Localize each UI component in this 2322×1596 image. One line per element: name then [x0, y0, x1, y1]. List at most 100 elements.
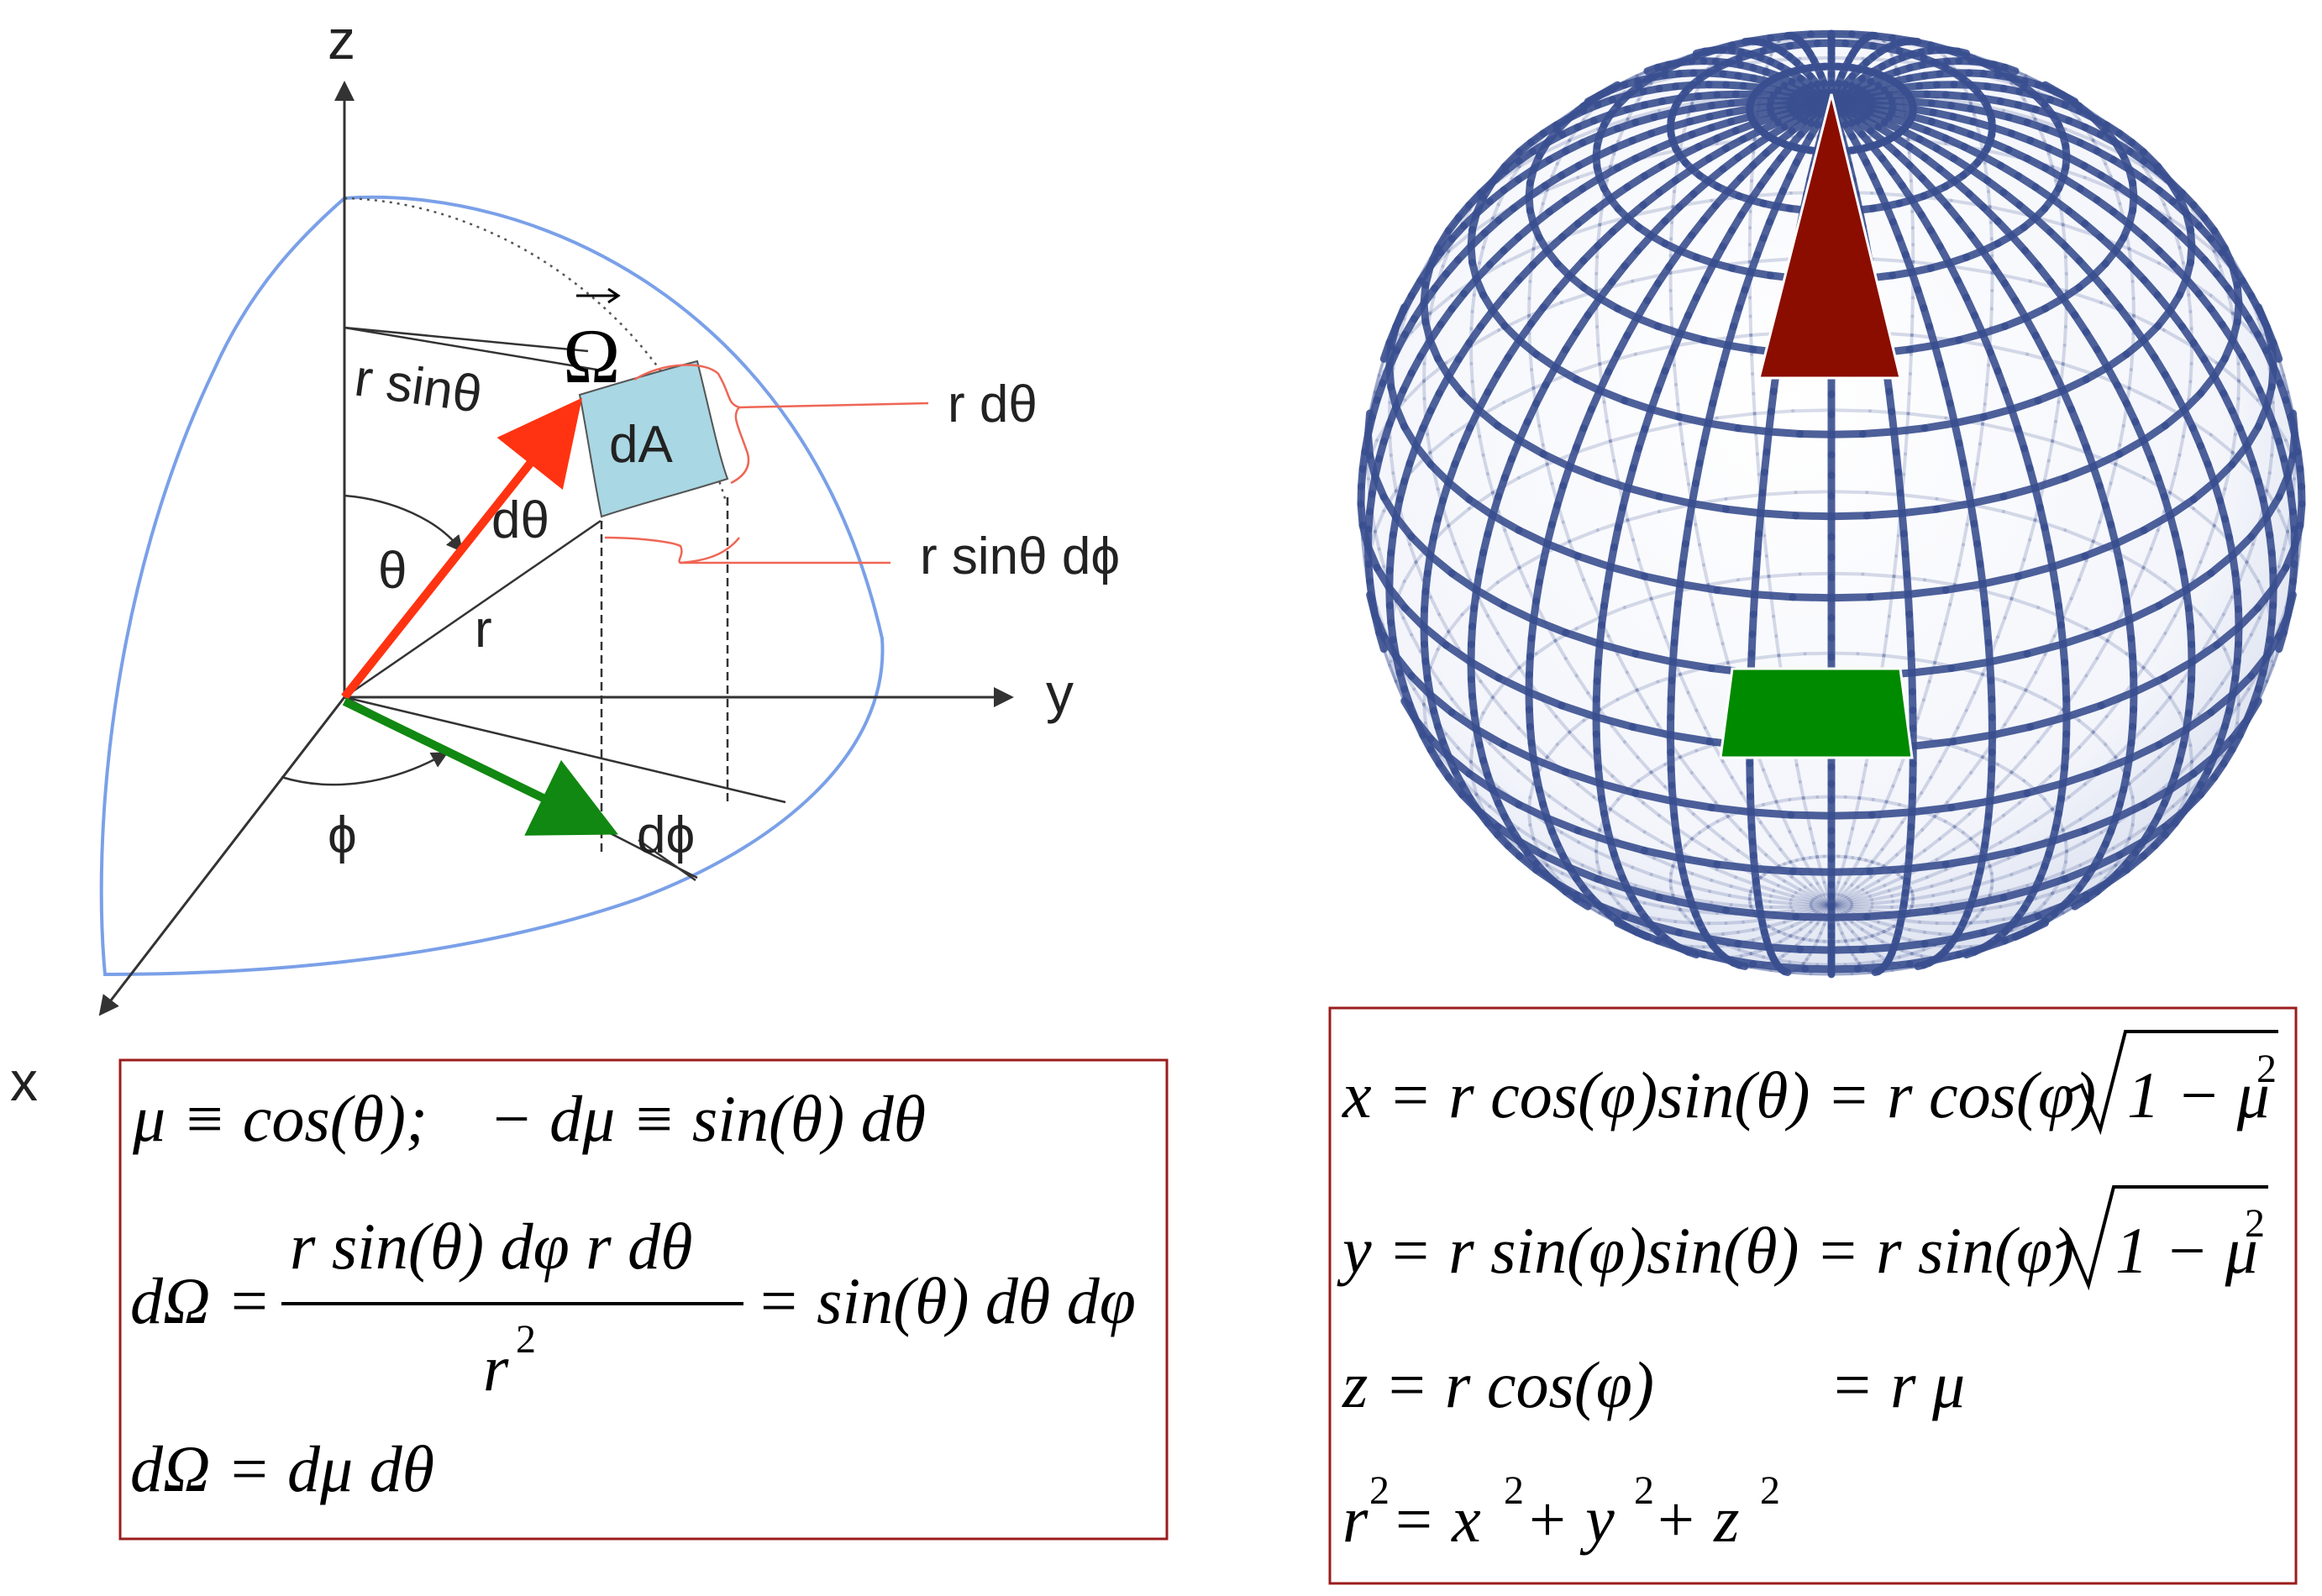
sphere-parallel-segment: [1898, 505, 1941, 517]
sphere-meridian-segment: [1999, 901, 2020, 909]
sphere-meridian-segment: [1696, 910, 1719, 916]
sphere-parallel-segment: [1801, 962, 1820, 967]
sphere-parallel-segment: [2008, 912, 2042, 929]
sphere-meridian-segment: [1642, 801, 1661, 817]
sphere-meridian-segment: [1389, 453, 1395, 475]
sphere-parallel-segment: [2223, 648, 2235, 669]
sphere-meridian-segment: [1504, 711, 1521, 730]
sphere-parallel-segment: [2081, 814, 2120, 835]
sphere-parallel-segment: [1641, 847, 1684, 863]
sphere-parallel-segment: [1777, 652, 1807, 658]
sphere-parallel-segment: [1724, 341, 1757, 354]
r-squared-equation: r 2 = x 2 + y 2 + z 2: [1342, 1468, 1780, 1556]
sphere-meridian-segment: [1643, 63, 1662, 76]
sphere-parallel-segment: [2210, 227, 2229, 253]
sphere-parallel-segment: [1774, 797, 1792, 804]
sphere-meridian-segment: [1580, 864, 1602, 874]
sphere-parallel-segment: [1931, 336, 1963, 349]
sphere-parallel-segment: [1961, 831, 1973, 841]
sphere-meridian-segment: [1707, 848, 1728, 862]
sphere-meridian-segment: [1769, 894, 1793, 902]
sphere-meridian-segment: [1504, 835, 1521, 849]
sphere-meridian-segment: [2190, 746, 2207, 764]
sphere-meridian-segment: [1720, 759, 1734, 780]
sphere-parallel-segment: [1447, 507, 1471, 528]
sphere-parallel-segment: [2183, 708, 2215, 733]
sphere-meridian-segment: [2173, 453, 2182, 476]
sphere-parallel-segment: [2033, 901, 2046, 915]
sphere-meridian-segment: [1450, 697, 1466, 717]
sphere-parallel-segment: [1494, 822, 1523, 846]
sphere-parallel-segment: [1573, 375, 1604, 395]
sphere-meridian-segment: [1772, 614, 1778, 638]
sphere-meridian-segment: [2141, 547, 2153, 570]
sphere-meridian-segment: [1884, 784, 1895, 804]
sphere-parallel-segment: [1444, 478, 1474, 503]
sphere-parallel-segment: [1910, 900, 1915, 908]
sphere-parallel-segment: [1777, 862, 1787, 869]
sphere-meridian-segment: [1943, 602, 1952, 627]
sphere-meridian-segment: [1789, 927, 1803, 938]
hemisphere-outline: [99, 195, 885, 977]
x-axis: [98, 696, 346, 1016]
sphere-parallel-segment: [1595, 902, 1629, 920]
sphere-parallel-segment: [1624, 484, 1663, 501]
sphere-parallel-segment: [1876, 862, 1886, 869]
sphere-meridian-segment: [1441, 249, 1451, 268]
sphere-parallel-segment: [1594, 849, 1600, 864]
z-axis-label: z: [328, 8, 355, 71]
sphere-parallel-segment: [1798, 571, 1833, 576]
sphere-parallel-segment: [1830, 408, 1872, 413]
sphere-meridian-segment: [2091, 520, 2102, 543]
bracket-r-dtheta: [633, 364, 750, 485]
sphere-parallel-segment: [1905, 956, 1939, 968]
sphere-parallel-segment: [2077, 718, 2095, 734]
sphere-parallel-segment: [1576, 165, 1612, 180]
sphere-parallel-segment: [1748, 900, 1753, 908]
sphere-meridian-segment: [1964, 690, 1977, 712]
sphere-parallel-segment: [1947, 658, 1994, 672]
sphere-parallel-segment: [1999, 885, 2039, 901]
sphere-parallel-segment: [1905, 341, 1939, 354]
sphere-parallel-segment: [1908, 803, 1956, 816]
sphere-meridian-segment: [1690, 837, 1711, 852]
sphere-meridian-segment: [1900, 918, 1921, 924]
sphere-parallel-segment: [1981, 422, 2020, 433]
sphere-meridian-segment: [2212, 249, 2222, 268]
sphere-meridian-segment: [1815, 855, 1823, 872]
sphere-meridian-segment: [1686, 690, 1699, 712]
sphere-parallel-segment: [1515, 526, 1552, 548]
sphere-meridian-segment: [1860, 927, 1874, 938]
sphere-meridian-segment: [1789, 898, 1813, 905]
sphere-parallel-segment: [1734, 424, 1773, 436]
sphere-meridian-segment: [2149, 528, 2160, 551]
sphere-parallel-segment: [2130, 674, 2168, 696]
sphere-meridian-segment: [2061, 223, 2067, 243]
sphere-parallel-segment: [1442, 641, 1475, 666]
sphere-parallel-segment: [2026, 713, 2071, 731]
sphere-meridian-segment: [1377, 547, 1386, 569]
spherical-coordinates-diagram: z y x Ω r sinθ dA r dθ dθ θ r sinθ dϕ r …: [10, 8, 1120, 1112]
sphere-parallel-segment: [1474, 406, 1502, 430]
sphere-meridian-segment: [1809, 883, 1823, 897]
sphere-parallel-segment: [1592, 713, 1636, 731]
sphere-parallel-segment: [1749, 960, 1783, 971]
z-equation-mu: = r μ: [1830, 1348, 1965, 1421]
sphere-parallel-segment: [1704, 935, 1742, 948]
sphere-parallel-segment: [1654, 322, 1684, 338]
sphere-meridian-segment: [2078, 806, 2099, 822]
sphere-meridian-segment: [1887, 595, 1894, 618]
sphere-parallel-segment: [1528, 782, 1536, 800]
sphere-meridian-segment: [1851, 930, 1862, 941]
y-sqrt-exponent: 2: [2245, 1201, 2265, 1246]
sphere-meridian-segment: [1938, 622, 1947, 646]
sphere-parallel-segment: [1668, 265, 1712, 275]
sphere-parallel-segment: [1447, 233, 1471, 254]
sphere-meridian-segment: [2046, 152, 2055, 169]
sphere-meridian-segment: [1907, 927, 1926, 934]
sphere-meridian-segment: [2227, 295, 2235, 315]
sphere-meridian-segment: [1843, 841, 1851, 859]
sphere-parallel-segment: [1490, 680, 1507, 700]
sphere-meridian-segment: [1789, 901, 1813, 906]
d-omega-lhs: dΩ =: [130, 1264, 271, 1337]
